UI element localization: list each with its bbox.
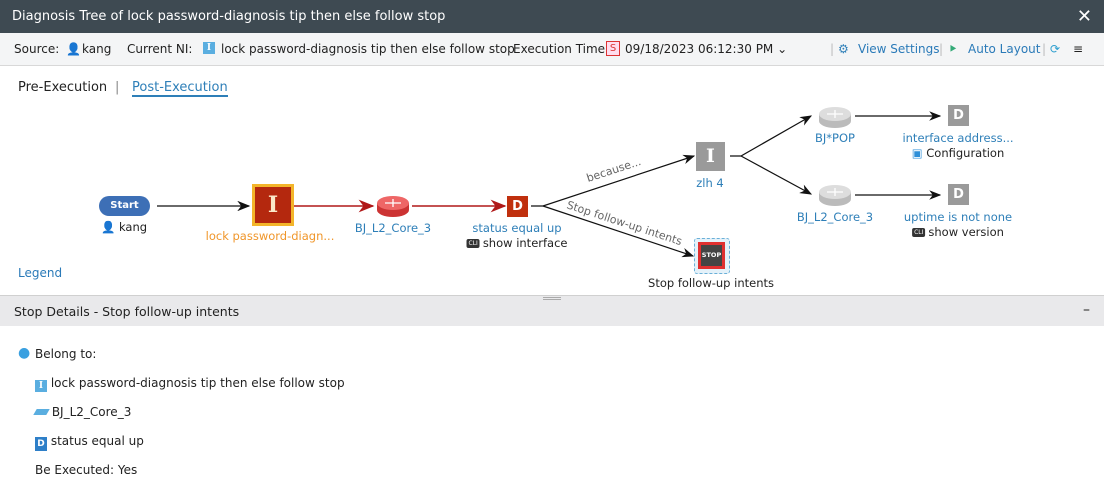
edge-label-stop: Stop follow-up intents: [565, 198, 684, 248]
divider: |: [1042, 42, 1047, 56]
intent-node[interactable]: I: [252, 184, 294, 226]
tab-divider: |: [115, 80, 120, 95]
start-node[interactable]: Start: [99, 196, 150, 216]
router-icon[interactable]: [818, 183, 852, 207]
legend-link[interactable]: Legend: [18, 266, 63, 280]
start-user: 👤 kang: [101, 220, 147, 234]
decision-icon: D: [35, 437, 47, 451]
tab-pre-execution[interactable]: Pre-Execution: [18, 80, 108, 95]
edge: [740, 155, 813, 195]
user-icon: 👤: [100, 220, 116, 234]
belong-device: BJ_L2_Core_3: [51, 405, 132, 419]
window-title: Diagnosis Tree of lock password-diagnosi…: [12, 9, 446, 24]
refresh-icon[interactable]: ⟳: [1050, 42, 1061, 56]
resize-handle[interactable]: [543, 297, 561, 300]
tab-post-execution[interactable]: Post-Execution: [132, 80, 228, 97]
edges: because... Stop follow-up intents: [157, 111, 942, 258]
config-icon: ▣: [911, 146, 923, 160]
device-label[interactable]: BJ*POP: [815, 131, 855, 145]
close-icon[interactable]: ✕: [1076, 6, 1092, 27]
view-settings-button[interactable]: View Settings: [858, 42, 940, 56]
stop-icon: STOP: [698, 242, 725, 269]
exec-time-label: Execution Time:: [513, 42, 610, 56]
start-user-name: kang: [118, 220, 148, 234]
decision-label[interactable]: interface address...: [902, 131, 1014, 145]
cli-icon: CLI: [912, 228, 926, 237]
exec-time: 09/18/2023 06:12:30 PM: [625, 42, 774, 56]
intent-label-zlh[interactable]: zlh 4: [696, 176, 724, 190]
diagnosis-tree-canvas[interactable]: Pre-Execution | Post-Execution because..…: [0, 66, 1104, 295]
router-icon[interactable]: [818, 105, 852, 129]
edge: [542, 205, 695, 258]
current-ni: lock password-diagnosis tip then else fo…: [221, 42, 515, 56]
stop-label: Stop follow-up intents: [648, 276, 774, 290]
decision-label[interactable]: status equal up: [472, 221, 562, 235]
belong-decision: status equal up: [50, 434, 144, 448]
intent-label[interactable]: lock password-diagn...: [205, 229, 335, 243]
router-icon[interactable]: [376, 194, 410, 218]
edge-label-because: because...: [585, 155, 643, 185]
auto-layout-icon: ⯈: [948, 42, 958, 56]
details-panel: ● Belong to: I lock password-diagnosis t…: [0, 326, 1104, 490]
window-titlebar: Diagnosis Tree of lock password-diagnosi…: [0, 0, 1104, 33]
command-text: show interface: [482, 236, 568, 250]
user-icon: 👤: [66, 42, 81, 56]
device-label[interactable]: BJ_L2_Core_3: [354, 221, 432, 235]
cli-icon: CLI: [466, 239, 480, 248]
menu-icon[interactable]: ≡: [1073, 42, 1084, 56]
device-icon: [33, 409, 50, 415]
toolbar: Source: 👤 kang Current NI: I lock passwo…: [0, 33, 1104, 66]
decision-command: ▣ Configuration: [912, 146, 1005, 160]
intent-node-zlh[interactable]: I: [696, 142, 725, 171]
collapse-button[interactable]: –: [1083, 302, 1090, 318]
decision-label[interactable]: uptime is not none: [903, 210, 1013, 224]
edge: [730, 115, 813, 157]
divider: |: [939, 42, 944, 56]
chevron-down-icon: ⌄: [777, 42, 788, 56]
decision-node[interactable]: D: [948, 184, 969, 205]
location-pin-icon: ●: [18, 345, 31, 361]
source-label: Source:: [14, 42, 60, 56]
belong-intent: lock password-diagnosis tip then else fo…: [50, 376, 345, 390]
intent-icon: I: [203, 42, 215, 54]
be-executed: Be Executed: Yes: [35, 463, 138, 477]
stop-node[interactable]: STOP: [694, 238, 730, 274]
exec-time-dropdown[interactable]: 09/18/2023 06:12:30 PM ⌄: [625, 42, 787, 56]
details-title: Stop Details - Stop follow-up intents: [14, 304, 240, 319]
current-ni-label: Current NI:: [127, 42, 193, 56]
decision-node[interactable]: D: [507, 196, 528, 217]
auto-layout-button[interactable]: Auto Layout: [968, 42, 1041, 56]
schedule-icon: S: [606, 41, 620, 56]
command-text: show version: [928, 225, 1004, 239]
belong-to-label: Belong to:: [35, 347, 97, 361]
divider: |: [830, 42, 835, 56]
details-header[interactable]: Stop Details - Stop follow-up intents –: [0, 295, 1104, 326]
source-user: kang: [82, 42, 112, 56]
gear-icon: ⚙: [838, 42, 849, 56]
device-label[interactable]: BJ_L2_Core_3: [796, 210, 874, 224]
decision-node[interactable]: D: [948, 105, 969, 126]
command-text: Configuration: [926, 146, 1005, 160]
intent-icon: I: [35, 380, 47, 392]
